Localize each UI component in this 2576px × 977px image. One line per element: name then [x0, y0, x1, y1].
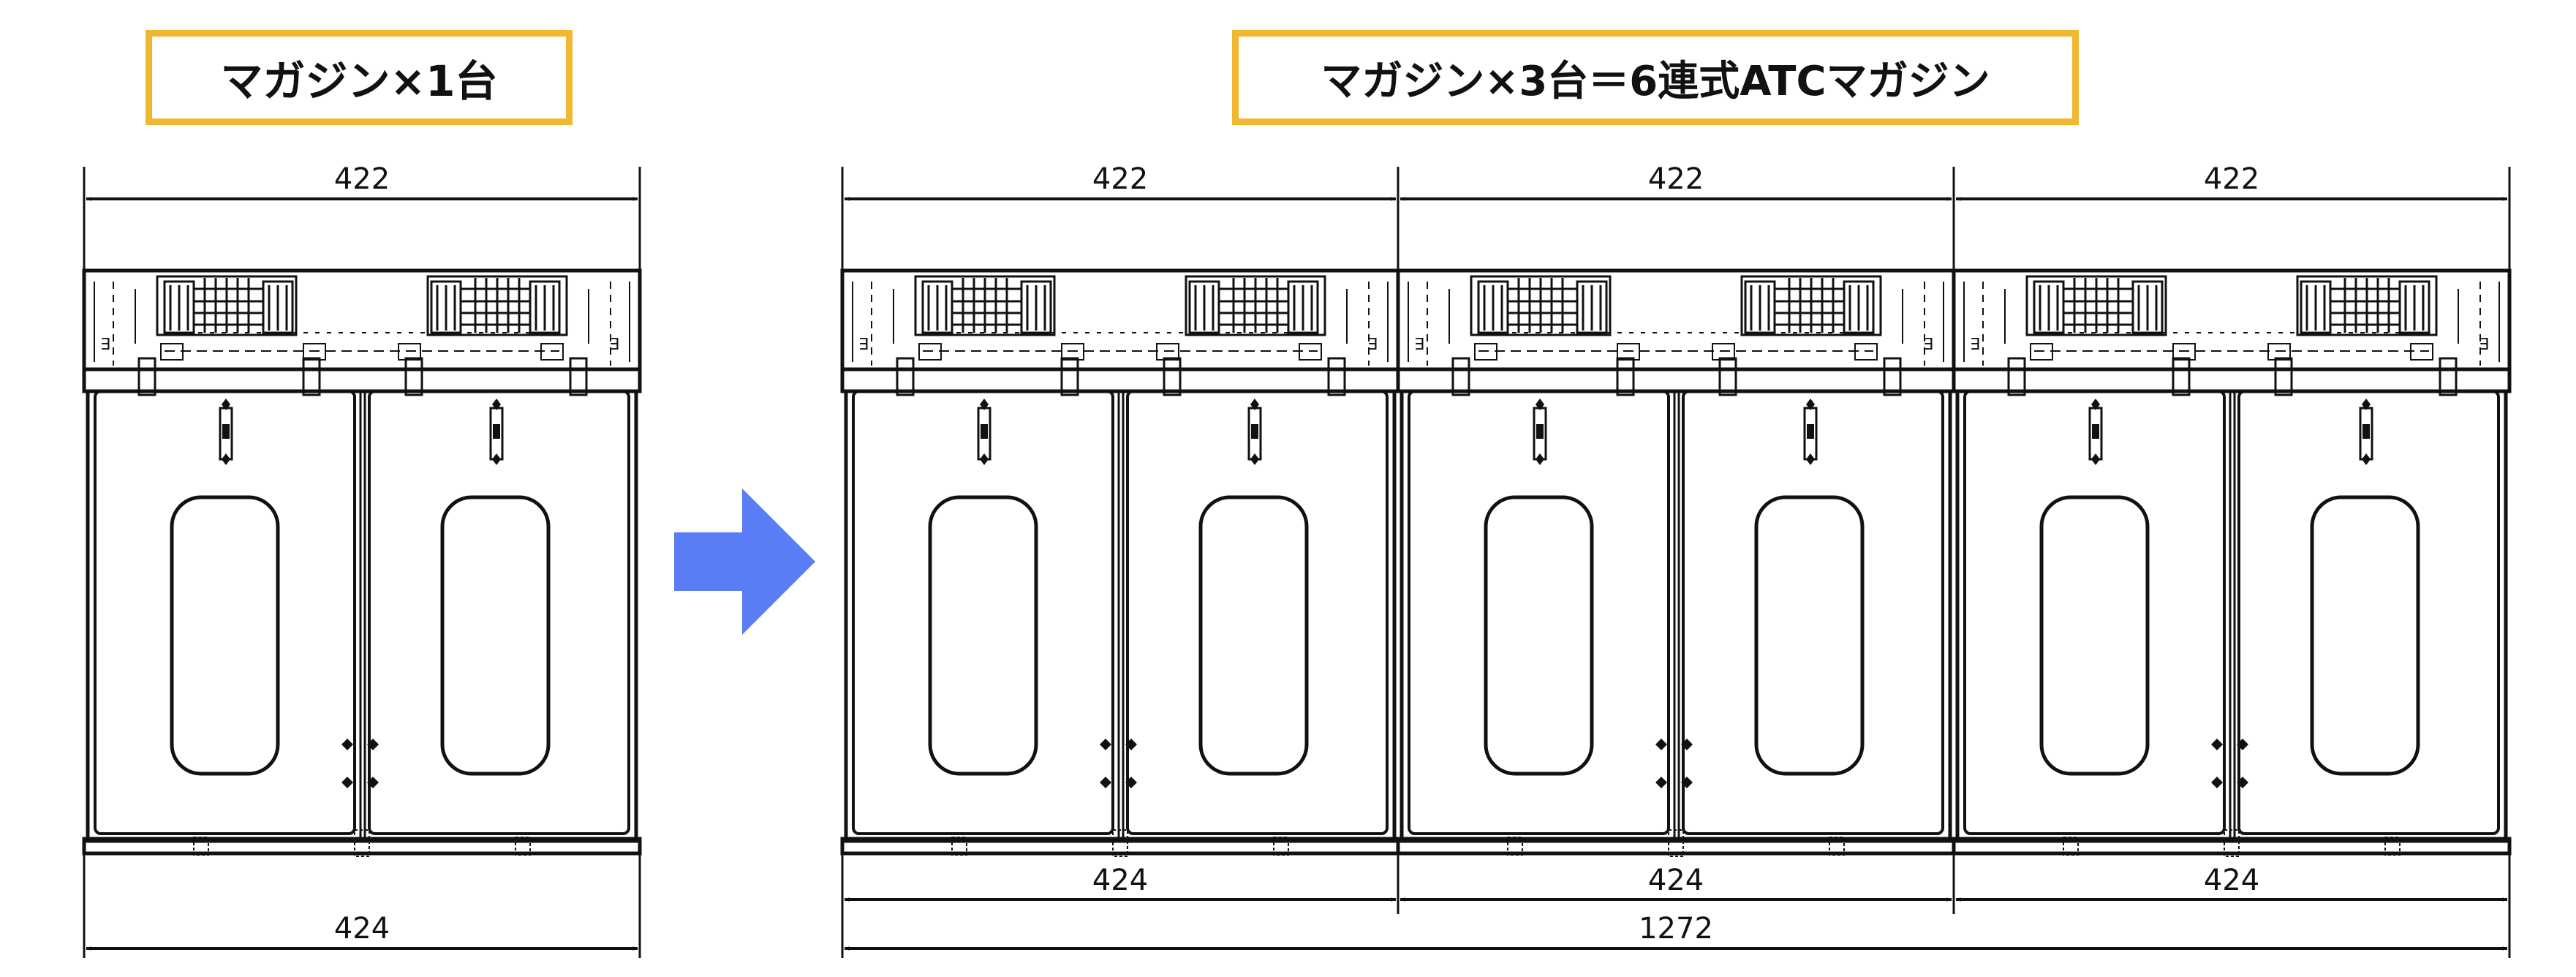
- triple-top-dimensions: 422 422 422: [844, 162, 2508, 201]
- single-magazine: [84, 271, 640, 856]
- triple-top-dimension-label-2: 422: [1648, 162, 1704, 196]
- triple-total-dimension: 1272: [844, 912, 2508, 951]
- triple-magazine: [842, 271, 2509, 856]
- magazine-unit-3: [1954, 271, 2509, 856]
- magazine-unit-2: [1398, 271, 1954, 856]
- single-bottom-dimension-label: 424: [334, 912, 390, 946]
- triple-total-dimension-label: 1272: [1639, 912, 1713, 946]
- triple-segment-dimension-label-3: 424: [2204, 864, 2259, 897]
- magazine-unit-1: [842, 271, 1398, 856]
- triple-segment-dimensions: 424 424 424: [844, 864, 2508, 902]
- triple-segment-dimension-label-1: 424: [1092, 864, 1148, 897]
- single-top-dimension-label: 422: [334, 162, 390, 196]
- triple-segment-dimension-label-2: 424: [1648, 864, 1704, 897]
- title-six-station-atc-magazine: マガジン×3台＝6連式ATCマガジン: [1232, 30, 2079, 125]
- triple-top-dimension-label-1: 422: [1092, 162, 1148, 196]
- title-single-magazine: マガジン×1台: [146, 30, 573, 125]
- triple-top-dimension-label-3: 422: [2204, 162, 2259, 196]
- right-arrow-icon: [674, 488, 815, 635]
- single-top-dimension: 422: [83, 162, 641, 271]
- single-bottom-dimension: 424: [83, 853, 641, 958]
